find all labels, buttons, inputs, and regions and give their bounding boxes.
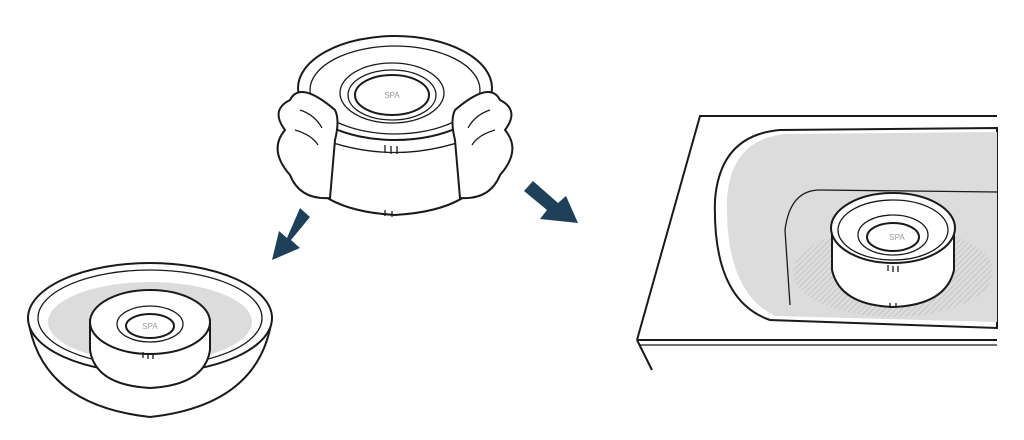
- device-label: SPA: [384, 91, 400, 100]
- arrow-to-tub: [524, 181, 578, 223]
- bowl-scene: SPA: [27, 262, 273, 419]
- bowl-device-label: SPA: [142, 322, 158, 331]
- bathtub-scene: SPA: [636, 115, 998, 371]
- tub-front: [636, 339, 997, 371]
- device-top-button: [354, 74, 430, 116]
- arrow-down-left-icon: [272, 208, 310, 260]
- device-held-in-hands: SPA: [276, 35, 514, 217]
- tub-device-label: SPA: [889, 233, 905, 242]
- tub-rim-edge: [636, 115, 997, 341]
- left-hand: [276, 91, 339, 200]
- arrow-to-bowl: [272, 208, 310, 260]
- arrow-down-right-icon: [524, 181, 578, 223]
- right-hand: [451, 91, 514, 200]
